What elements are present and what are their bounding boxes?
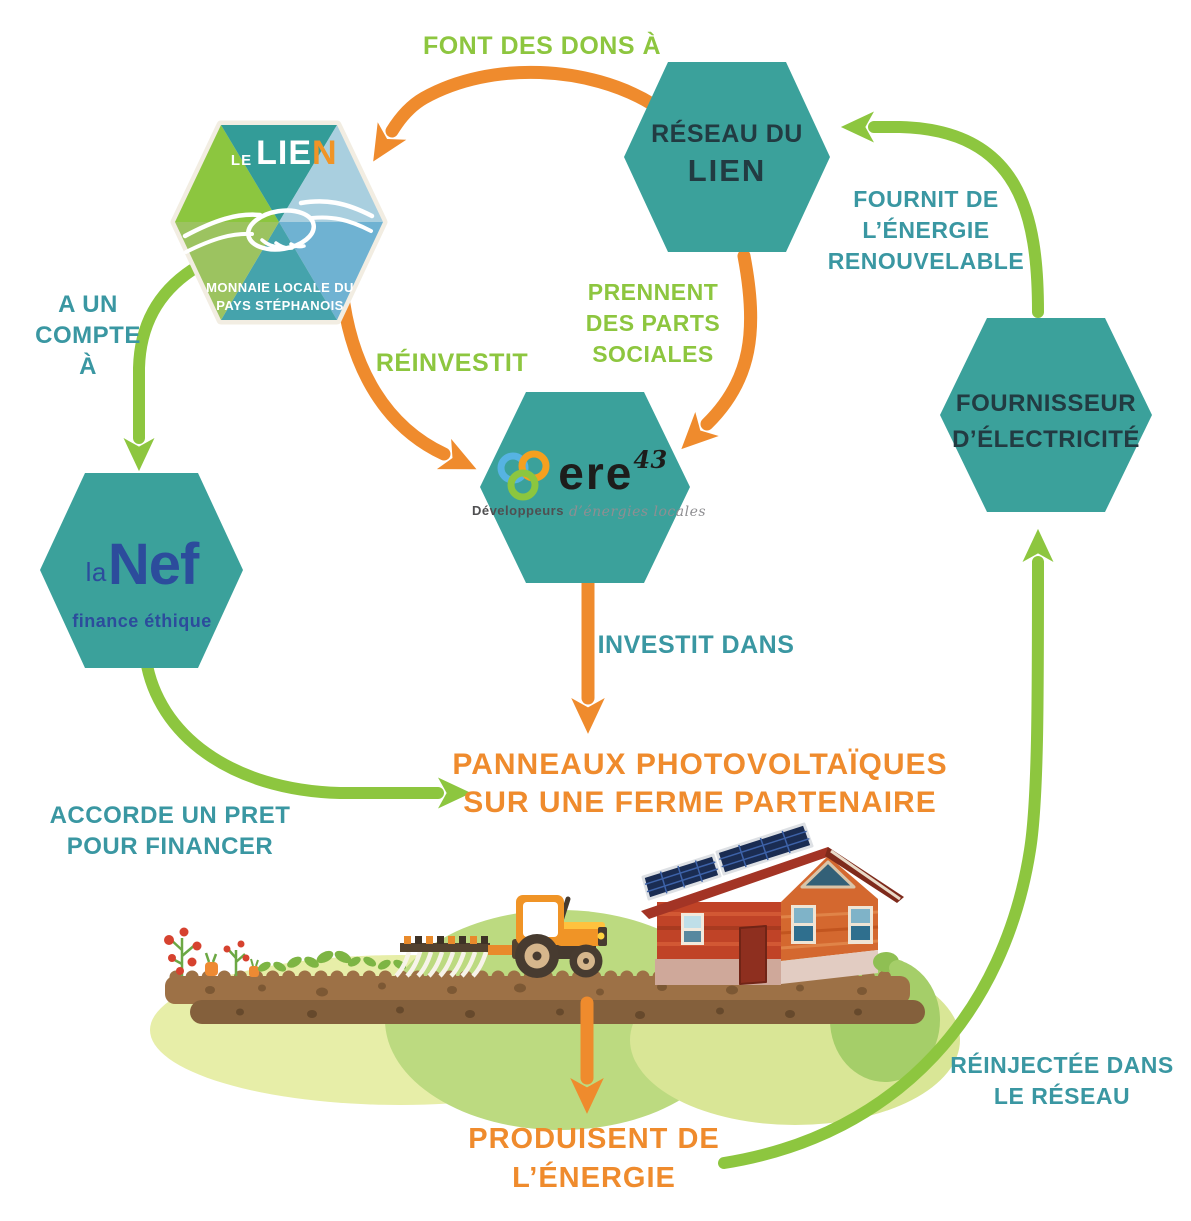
fournit-line3: RENOUVELABLE: [827, 248, 1025, 275]
hexagon-reseau-du-lien: [624, 62, 830, 252]
farm-scene: [150, 822, 960, 1130]
label-font-des-dons: FONT DES DONS À: [422, 32, 662, 60]
le-lien-lie: LIE: [256, 134, 313, 172]
door: [739, 925, 767, 985]
arrow-fournit-energie: [840, 111, 1044, 318]
lanef-tagline: finance éthique: [72, 611, 212, 631]
label-fournit-energie: FOURNIT DE L’ÉNERGIE RENOUVELABLE: [828, 184, 1024, 277]
interlocking-rings-icon: [497, 450, 550, 501]
produisent-line1: PRODUISENT DE: [468, 1123, 720, 1155]
solar-panel-right: [715, 822, 814, 876]
soil: [165, 970, 925, 1024]
label-accorde-pret: ACCORDE UN PRET POUR FINANCER: [50, 800, 291, 862]
node-label-reseau-du-lien: RÉSEAU DU LIEN: [651, 118, 803, 191]
le-lien-n: N: [312, 134, 338, 172]
arrow-a-un-compte: [123, 264, 198, 472]
panneaux-line2: SUR UNE FERME PARTENAIRE: [463, 786, 937, 820]
label-investit-dans: INVESTIT DANS: [597, 631, 795, 659]
a-un-compte-line3: À: [79, 353, 97, 381]
a-un-compte-line1: A UN: [58, 291, 118, 318]
ere-sup-43: 43: [633, 445, 668, 474]
le-lien-tagline: MONNAIE LOCALE DU PAYS STÉPHANOIS: [206, 279, 354, 314]
side-window-2: [848, 906, 873, 944]
prennent-line3: SOCIALES: [592, 341, 714, 368]
farm-house: [641, 822, 907, 985]
reinjectee-line1: RÉINJECTÉE DANS: [950, 1052, 1174, 1078]
lanef-nef: Nef: [107, 532, 199, 597]
arrow-reinvestit: [335, 283, 477, 470]
handshake-icon: [182, 199, 375, 254]
le-lien-le: LE: [230, 151, 253, 169]
arrow-prennent-parts: [681, 249, 758, 450]
ere-tag-developpeurs: Développeurs: [471, 503, 564, 518]
a-un-compte-line2: COMPTE: [35, 322, 141, 350]
label-panneaux: PANNEAUX PHOTOVOLTAÏQUES SUR UNE FERME P…: [452, 746, 947, 823]
reseau-line2: LIEN: [687, 152, 767, 188]
arrow-font-des-dons: [373, 65, 659, 162]
fournisseur-line1: FOURNISSEUR: [955, 390, 1137, 417]
side-window-1: [791, 905, 816, 944]
reinjectee-line2: LE RÉSEAU: [993, 1083, 1131, 1110]
arrow-reinjectee: [718, 528, 1054, 1169]
gable-window: [800, 860, 856, 889]
le-lien-tag1: MONNAIE LOCALE DU: [206, 280, 354, 295]
front-window: [681, 913, 704, 945]
tractor: [394, 895, 607, 978]
label-prennent-parts: PRENNENT DES PARTS SOCIALES: [586, 277, 720, 370]
accorde-line1: ACCORDE UN PRET: [49, 802, 291, 829]
node-label-fournisseur: FOURNISSEUR D’ÉLECTRICITÉ: [952, 386, 1140, 458]
label-reinjectee: RÉINJECTÉE DANS LE RÉSEAU: [950, 1050, 1173, 1112]
ere43-tagline: Développeurs d’énergies locales: [472, 503, 706, 521]
produisent-line2: L’ÉNERGIE: [512, 1162, 676, 1195]
fournisseur-line2: D’ÉLECTRICITÉ: [952, 426, 1140, 453]
label-produisent: PRODUISENT DE L’ÉNERGIE: [468, 1120, 719, 1198]
hexagon-fournisseur: [940, 318, 1152, 512]
prennent-line2: DES PARTS: [585, 310, 721, 337]
fournit-line2: L’ÉNERGIE: [862, 217, 990, 244]
hexagon-ere43: [480, 392, 690, 583]
le-lien-tag2: PAYS STÉPHANOIS: [216, 297, 344, 313]
ere-name-text: ere: [558, 447, 634, 499]
hexagon-lanef: [40, 473, 243, 668]
le-lien-logo: [170, 120, 388, 325]
label-a-un-compte: A UN COMPTE À: [35, 289, 141, 383]
accorde-line2: POUR FINANCER: [66, 833, 274, 861]
ere-tag-energies: d’énergies locales: [568, 504, 707, 520]
arrow-accorde-pret: [140, 654, 472, 809]
reseau-line1: RÉSEAU DU: [651, 120, 803, 148]
fournit-line1: FOURNIT DE: [853, 186, 999, 212]
label-reinvestit: RÉINVESTIT: [375, 349, 529, 377]
prennent-line1: PRENNENT: [587, 279, 719, 305]
solar-panel-left: [641, 853, 722, 901]
panneaux-line1: PANNEAUX PHOTOVOLTAÏQUES: [452, 748, 948, 781]
lanef-la: la: [85, 557, 107, 588]
